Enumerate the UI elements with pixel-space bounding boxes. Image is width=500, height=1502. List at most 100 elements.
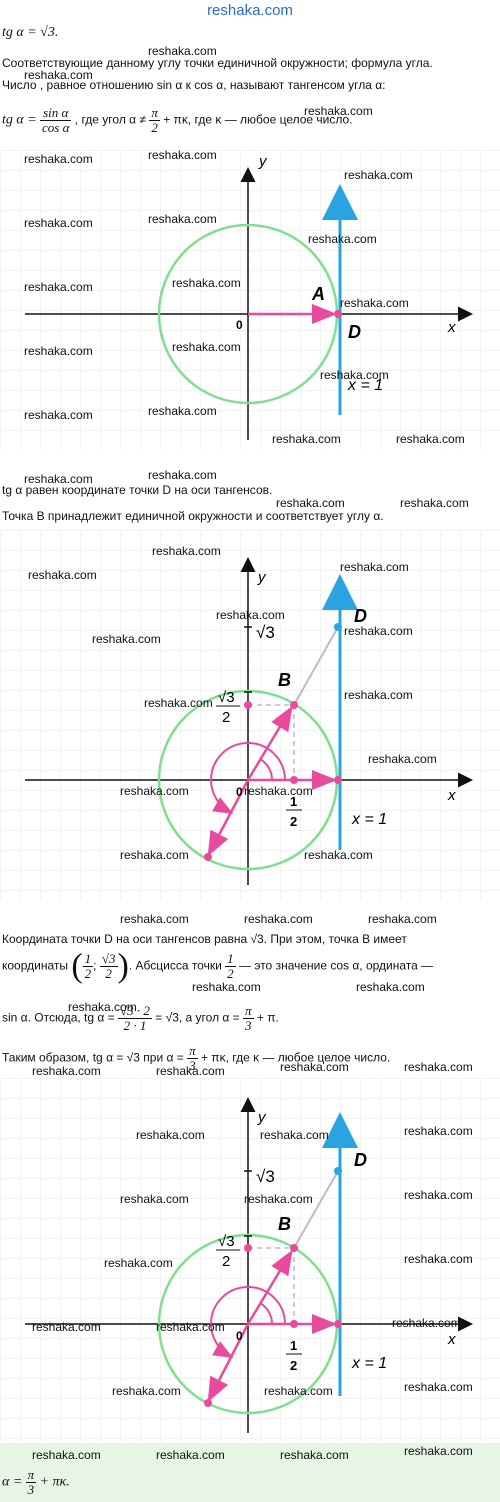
- line-x1-label: x = 1: [351, 1355, 387, 1372]
- watermark: reshaka.com: [24, 216, 93, 230]
- watermark: reshaka.com: [260, 1128, 329, 1142]
- section2-line-1: tg α равен координате точки D на оси тан…: [2, 483, 273, 497]
- half-num: 1: [290, 794, 297, 809]
- point-d-dot: [334, 623, 342, 631]
- section2-line-2: Точка B принадлежит единичной окружности…: [2, 509, 384, 523]
- watermark: reshaka.com: [344, 688, 413, 702]
- watermark: reshaka.com: [340, 296, 409, 310]
- watermark: reshaka.com: [156, 1320, 225, 1334]
- answer-band: [0, 1443, 500, 1502]
- frac-den: 2: [84, 966, 92, 981]
- watermark: reshaka.com: [148, 148, 217, 162]
- watermark: reshaka.com: [32, 1448, 101, 1462]
- frac-den: 2: [105, 966, 112, 981]
- frac-num: π: [25, 1467, 37, 1483]
- intro-line-2: Соответствующие данному углу точки едини…: [2, 56, 433, 70]
- intro-line-3: Число , равное отношению sin α к cos α, …: [2, 78, 386, 92]
- watermark: reshaka.com: [404, 1380, 473, 1394]
- sqrt3-over-2-num: √3: [218, 1233, 235, 1250]
- sqrt3-label: √3: [256, 623, 275, 642]
- watermark: reshaka.com: [120, 912, 189, 926]
- origin-label: 0: [236, 1329, 243, 1343]
- figure-1-unit-circle: y x 0 A D x = 1: [0, 150, 500, 450]
- abscissa-text: . Абсцисса точки: [128, 958, 222, 973]
- half-num: 1: [290, 1338, 297, 1353]
- frac-num: sin α: [40, 106, 72, 121]
- watermark: reshaka.com: [244, 912, 313, 926]
- frac-den: 3: [189, 1058, 196, 1073]
- point-a-label: A: [311, 284, 325, 304]
- derivation-mid: = √3, а угол α =: [155, 1010, 240, 1025]
- watermark: reshaka.com: [120, 784, 189, 798]
- watermark: reshaka.com: [244, 1192, 313, 1206]
- watermark: reshaka.com: [308, 232, 377, 246]
- line-x1-label: x = 1: [347, 377, 383, 394]
- point-b-label: B: [278, 1214, 291, 1234]
- watermark: reshaka.com: [276, 496, 345, 510]
- watermark: reshaka.com: [368, 912, 437, 926]
- frac-den: 3: [27, 1482, 35, 1497]
- watermark: reshaka.com: [304, 848, 373, 862]
- formula-lhs: tg α =: [2, 112, 37, 128]
- watermark: reshaka.com: [368, 752, 437, 766]
- watermark: reshaka.com: [136, 1128, 205, 1142]
- watermark: reshaka.com: [404, 1444, 473, 1458]
- watermark: reshaka.com: [24, 344, 93, 358]
- watermark: reshaka.com: [340, 560, 409, 574]
- formula-tail: + πκ, где κ — любое целое число.: [163, 112, 353, 127]
- watermark: reshaka.com: [112, 1384, 181, 1398]
- frac-den: 2: [227, 966, 234, 981]
- watermark: reshaka.com: [24, 152, 93, 166]
- watermark: reshaka.com: [24, 68, 93, 82]
- sqrt3-over-2-num: √3: [218, 689, 235, 706]
- watermark: reshaka.com: [404, 1252, 473, 1266]
- watermark: reshaka.com: [356, 980, 425, 994]
- vector-opposite: [207, 779, 250, 857]
- watermark: reshaka.com: [32, 1064, 101, 1078]
- watermark: reshaka.com: [264, 1384, 333, 1398]
- vector-ob: [246, 705, 293, 781]
- site-title[interactable]: reshaka.com: [207, 2, 293, 19]
- watermark: reshaka.com: [344, 624, 413, 638]
- answer-lhs: α =: [2, 1474, 23, 1490]
- half-den: 2: [290, 814, 297, 829]
- frac-den: 2: [151, 120, 158, 135]
- watermark: reshaka.com: [28, 568, 97, 582]
- watermark: reshaka.com: [24, 280, 93, 294]
- watermark: reshaka.com: [244, 784, 313, 798]
- watermark: reshaka.com: [404, 1188, 473, 1202]
- ray-to-d: [293, 626, 339, 706]
- line-x1-label: x = 1: [351, 811, 387, 828]
- point-d-label: D: [354, 606, 367, 626]
- frac-den: 2 · 1: [123, 1018, 147, 1033]
- sqrt3-over-2-den: 2: [222, 1253, 230, 1270]
- frac-num: 1: [225, 951, 236, 967]
- watermark: reshaka.com: [304, 104, 373, 118]
- x-label: x: [447, 787, 456, 804]
- point-b-label: B: [278, 670, 291, 690]
- watermark: reshaka.com: [148, 404, 217, 418]
- watermark: reshaka.com: [344, 168, 413, 182]
- watermark: reshaka.com: [320, 368, 389, 382]
- point-a-dot: [334, 310, 342, 318]
- origin-label: 0: [236, 785, 243, 799]
- watermark: reshaka.com: [104, 1256, 173, 1270]
- conclusion-tail: + πκ, где κ — любое целое число.: [200, 1050, 391, 1065]
- watermark: reshaka.com: [280, 1448, 349, 1462]
- sqrt3-over-2-den: 2: [222, 709, 230, 726]
- watermark: reshaka.com: [216, 608, 285, 622]
